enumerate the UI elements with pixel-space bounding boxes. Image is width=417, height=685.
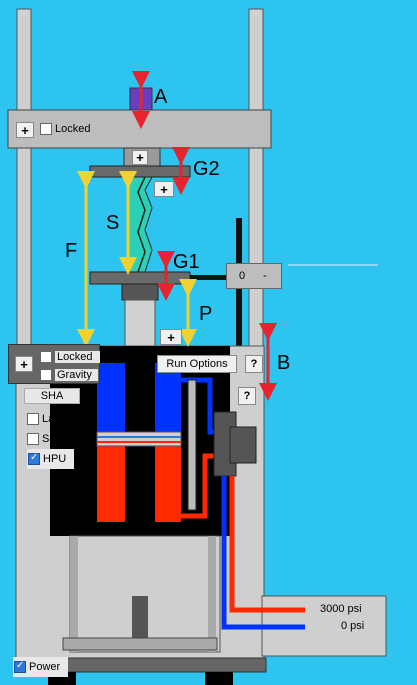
gravity-checkbox[interactable]: Gravity: [40, 366, 98, 384]
hpu-label: HPU: [43, 452, 67, 465]
red-chamber: [97, 440, 125, 522]
upper-grip-g2: [89, 165, 191, 178]
sat-box[interactable]: [27, 432, 39, 445]
piston-head: [96, 431, 182, 447]
top-locked-box[interactable]: [40, 122, 52, 135]
sha-button[interactable]: SHA: [24, 388, 80, 404]
label-f: F: [65, 240, 78, 262]
specimen: [126, 176, 153, 273]
power-checkbox[interactable]: Power: [13, 657, 69, 677]
readout-unit: -: [263, 270, 267, 282]
sat-checkbox[interactable]: Sat.: [27, 430, 62, 448]
label-g1: G1: [173, 251, 200, 273]
gravity-box[interactable]: [40, 368, 52, 381]
supply-pressure: 3000 psi: [320, 603, 362, 615]
side-locked-label: Locked: [55, 350, 101, 363]
side-plus-button[interactable]: +: [15, 356, 33, 372]
sat-label: Sat.: [42, 432, 62, 445]
power-label: Power: [29, 660, 61, 673]
side-locked-box[interactable]: [40, 350, 52, 363]
return-pressure: 0 psi: [341, 620, 365, 632]
blue-chamber: [97, 363, 125, 435]
top-locked-label: Locked: [55, 122, 91, 135]
valve-help-button[interactable]: ?: [238, 387, 256, 405]
extensometer-readout: 0 -: [226, 263, 282, 289]
hpu-box[interactable]: [28, 452, 40, 465]
g2-small-plus-button[interactable]: +: [154, 181, 174, 197]
top-plus-button[interactable]: +: [16, 122, 34, 138]
run-options-button[interactable]: Run Options: [157, 355, 237, 373]
gravity-label: Gravity: [55, 368, 98, 381]
label-s: S: [106, 212, 120, 234]
hpu-checkbox[interactable]: HPU: [27, 449, 75, 469]
label-p: P: [199, 303, 213, 325]
base-plate: [62, 637, 218, 651]
extensometer-arm: [190, 275, 238, 280]
readout-value: 0: [239, 270, 246, 282]
lap-checkbox[interactable]: Lap: [27, 410, 60, 428]
lap-label: Lap: [42, 412, 61, 425]
side-locked-checkbox[interactable]: Locked: [40, 348, 101, 366]
label-b: B: [277, 352, 291, 374]
g2-plus-button[interactable]: +: [132, 150, 148, 165]
lap-box[interactable]: [27, 412, 39, 425]
power-box[interactable]: [14, 660, 26, 673]
p-plus-button[interactable]: +: [160, 329, 182, 345]
label-g2: G2: [193, 158, 220, 180]
run-options-help-button[interactable]: ?: [245, 355, 263, 373]
label-a: A: [154, 86, 168, 108]
top-locked-checkbox[interactable]: Locked: [40, 120, 90, 138]
